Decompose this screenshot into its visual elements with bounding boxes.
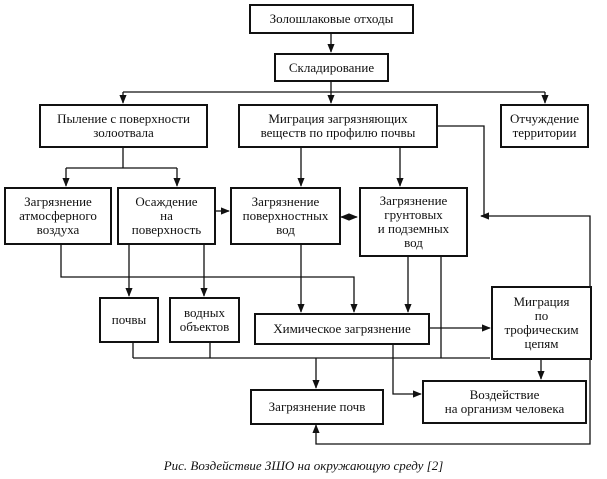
edge-chemical-to-human (392, 345, 422, 398)
node-water-bodies: водных объектов (169, 297, 240, 343)
node-dusting: Пыление с поверхности золоотвала (39, 104, 208, 148)
node-soils: почвы (99, 297, 159, 343)
node-migration-soil: Миграция загрязняющих веществ по профилю… (238, 104, 438, 148)
node-chemical: Химическое загрязнение (254, 313, 430, 345)
node-alienation: Отчуждение территории (500, 104, 589, 148)
node-deposition: Осаждение на поверхность (117, 187, 216, 245)
node-trophic: Миграция по трофическим цепям (491, 286, 592, 360)
node-soil-pollution: Загрязнение почв (250, 389, 384, 425)
edge-right-loop-down (312, 370, 591, 445)
figure-caption: Рис. Воздействие ЗШО на окружающую среду… (163, 458, 444, 473)
node-human-impact: Воздействие на организм человека (422, 380, 587, 424)
node-surface-water: Загрязнение поверхностных вод (230, 187, 341, 245)
node-ground-water: Загрязнение грунтовых и подземных вод (359, 187, 468, 257)
edge-air-to-chemical (60, 245, 358, 313)
node-storage: Складирование (274, 53, 389, 82)
node-ash-waste: Золошлаковые отходы (249, 4, 414, 34)
node-air-pollution: Загрязнение атмосферного воздуха (4, 187, 112, 245)
